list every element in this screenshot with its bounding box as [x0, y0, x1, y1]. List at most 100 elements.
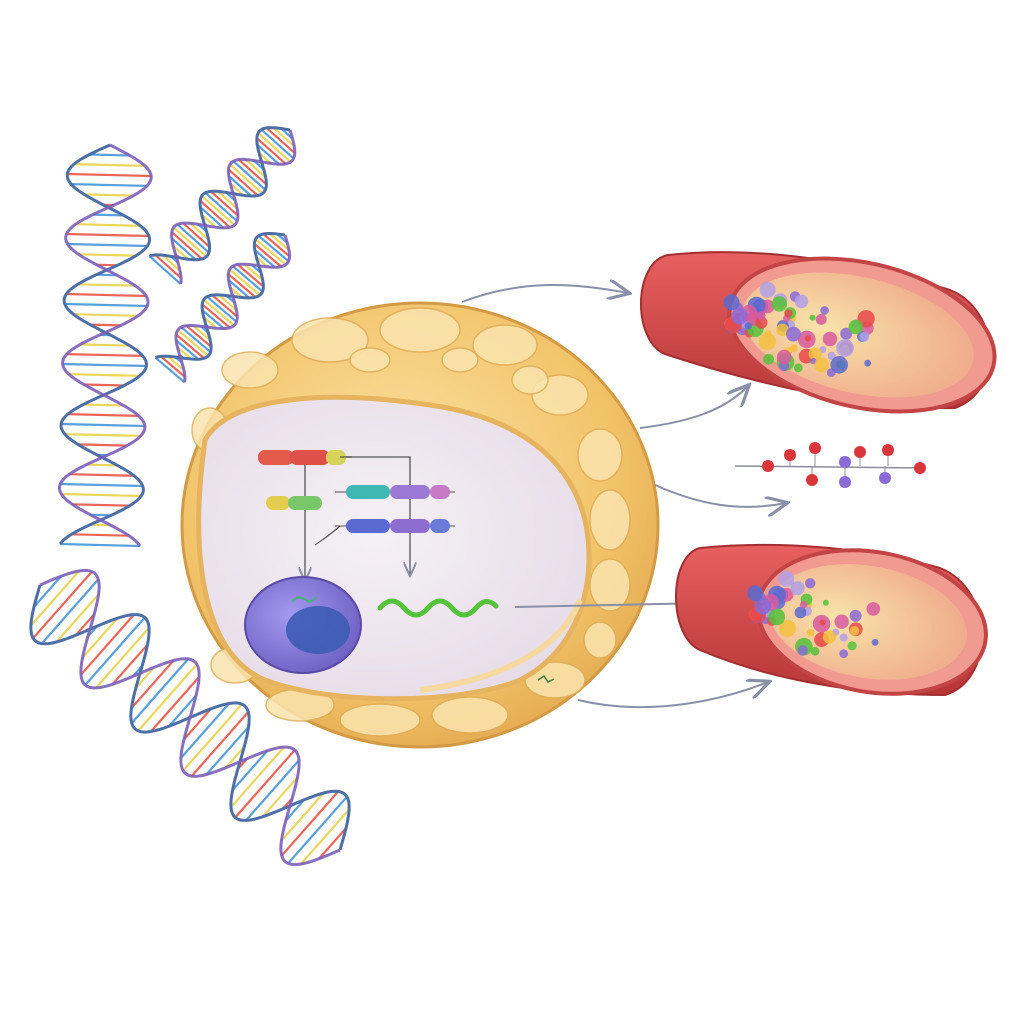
- base-pair: [175, 333, 205, 360]
- blood-cell: [799, 600, 808, 609]
- vesicle: [472, 324, 538, 366]
- base-pair: [166, 355, 185, 372]
- base-pair: [172, 244, 189, 261]
- base-pair: [33, 575, 62, 608]
- arrow-to-vessel-top: [461, 285, 628, 303]
- blood-cell: [822, 630, 837, 644]
- nucleus: [244, 576, 362, 674]
- base-pair: [182, 703, 243, 772]
- base-pair: [30, 570, 80, 627]
- base-pair: [73, 163, 146, 167]
- base-pair: [190, 711, 250, 777]
- vesicle: [589, 558, 631, 612]
- base-pair: [64, 433, 141, 437]
- blood-cell: [808, 347, 822, 361]
- base-pair: [150, 676, 200, 733]
- base-pair: [206, 295, 238, 323]
- base-pair: [69, 473, 135, 477]
- vesicle: [379, 307, 461, 353]
- molecule-chain: [734, 442, 926, 488]
- blood-cell: [759, 281, 776, 298]
- base-pair: [66, 353, 143, 357]
- base-pair: [253, 243, 282, 268]
- molecule-beads: [762, 442, 926, 488]
- base-pair: [232, 160, 267, 191]
- base-pair: [204, 191, 238, 223]
- base-pair: [70, 183, 148, 187]
- base-pair: [256, 137, 287, 165]
- blood-cell: [810, 646, 820, 656]
- base-pair: [243, 263, 264, 281]
- blood-cell: [764, 330, 772, 337]
- base-pair: [160, 355, 186, 378]
- base-pair: [168, 694, 197, 727]
- blood-cell: [834, 614, 849, 629]
- base-pair: [171, 231, 203, 260]
- vesicle: [583, 621, 617, 659]
- dna-tag-marker: [537, 674, 555, 683]
- blood-cell: [839, 633, 848, 642]
- base-pair: [232, 265, 264, 293]
- base-pair: [227, 279, 251, 299]
- base-pair: [77, 443, 128, 447]
- helix-backbone-a: [148, 126, 291, 262]
- base-pair: [61, 422, 145, 428]
- gene-segment-red-2: [290, 450, 330, 465]
- molecule-bead: [806, 474, 818, 486]
- base-pair: [60, 542, 140, 548]
- cell-inner-fold: [419, 598, 583, 693]
- gene-segment-red: [258, 450, 294, 465]
- base-pair: [205, 726, 250, 776]
- base-pair: [77, 283, 136, 287]
- base-pair: [89, 323, 122, 327]
- base-pair: [217, 190, 238, 210]
- dna-helix-bottom-large: [29, 568, 351, 867]
- base-pair: [260, 128, 295, 160]
- helix-backbone-a: [154, 232, 286, 361]
- base-pair: [228, 268, 261, 296]
- vesicle: [511, 365, 549, 395]
- helix-backbone-b: [39, 568, 341, 867]
- gene-segment-blue: [346, 519, 390, 533]
- blood-cell: [744, 322, 752, 330]
- blood-cell: [848, 319, 863, 335]
- base-pair: [32, 570, 93, 639]
- molecule-bead: [882, 444, 894, 456]
- base-pair: [272, 126, 295, 148]
- base-pair: [74, 613, 96, 636]
- blood-cell: [830, 356, 848, 374]
- blood-cell: [849, 609, 862, 622]
- blood-cell: [793, 363, 803, 373]
- base-pair: [64, 302, 148, 308]
- blood-cell: [820, 306, 829, 315]
- blood-vessel-top: [640, 251, 997, 414]
- helix-backbone-b: [174, 234, 291, 383]
- blood-cell: [790, 581, 805, 596]
- blood-cell: [847, 641, 857, 651]
- pathway-arrow-right-down: [340, 456, 410, 575]
- base-pair: [83, 403, 124, 407]
- base-pair: [237, 158, 268, 186]
- base-pair: [228, 175, 252, 197]
- base-pair: [229, 182, 245, 197]
- blood-cell: [822, 331, 838, 347]
- arrow-to-molecule-chain: [654, 484, 786, 507]
- base-pair: [229, 163, 264, 195]
- base-pair: [230, 746, 285, 808]
- base-pair: [81, 617, 119, 659]
- base-pair: [89, 153, 131, 157]
- dna-helix-mid-small: [154, 232, 291, 384]
- base-pair: [224, 746, 246, 769]
- molecule-bead: [879, 472, 891, 484]
- base-pair: [86, 463, 118, 467]
- base-pair: [154, 356, 186, 384]
- molecule-bead: [784, 449, 796, 461]
- molecule-bead: [839, 476, 851, 488]
- base-pair: [210, 190, 239, 217]
- base-pair: [154, 254, 182, 279]
- blood-vessel-bottom: [675, 543, 988, 697]
- vessel-top-cells: [723, 281, 875, 377]
- blood-cell: [822, 599, 829, 606]
- blood-cell: [778, 570, 795, 587]
- base-pair: [318, 827, 347, 860]
